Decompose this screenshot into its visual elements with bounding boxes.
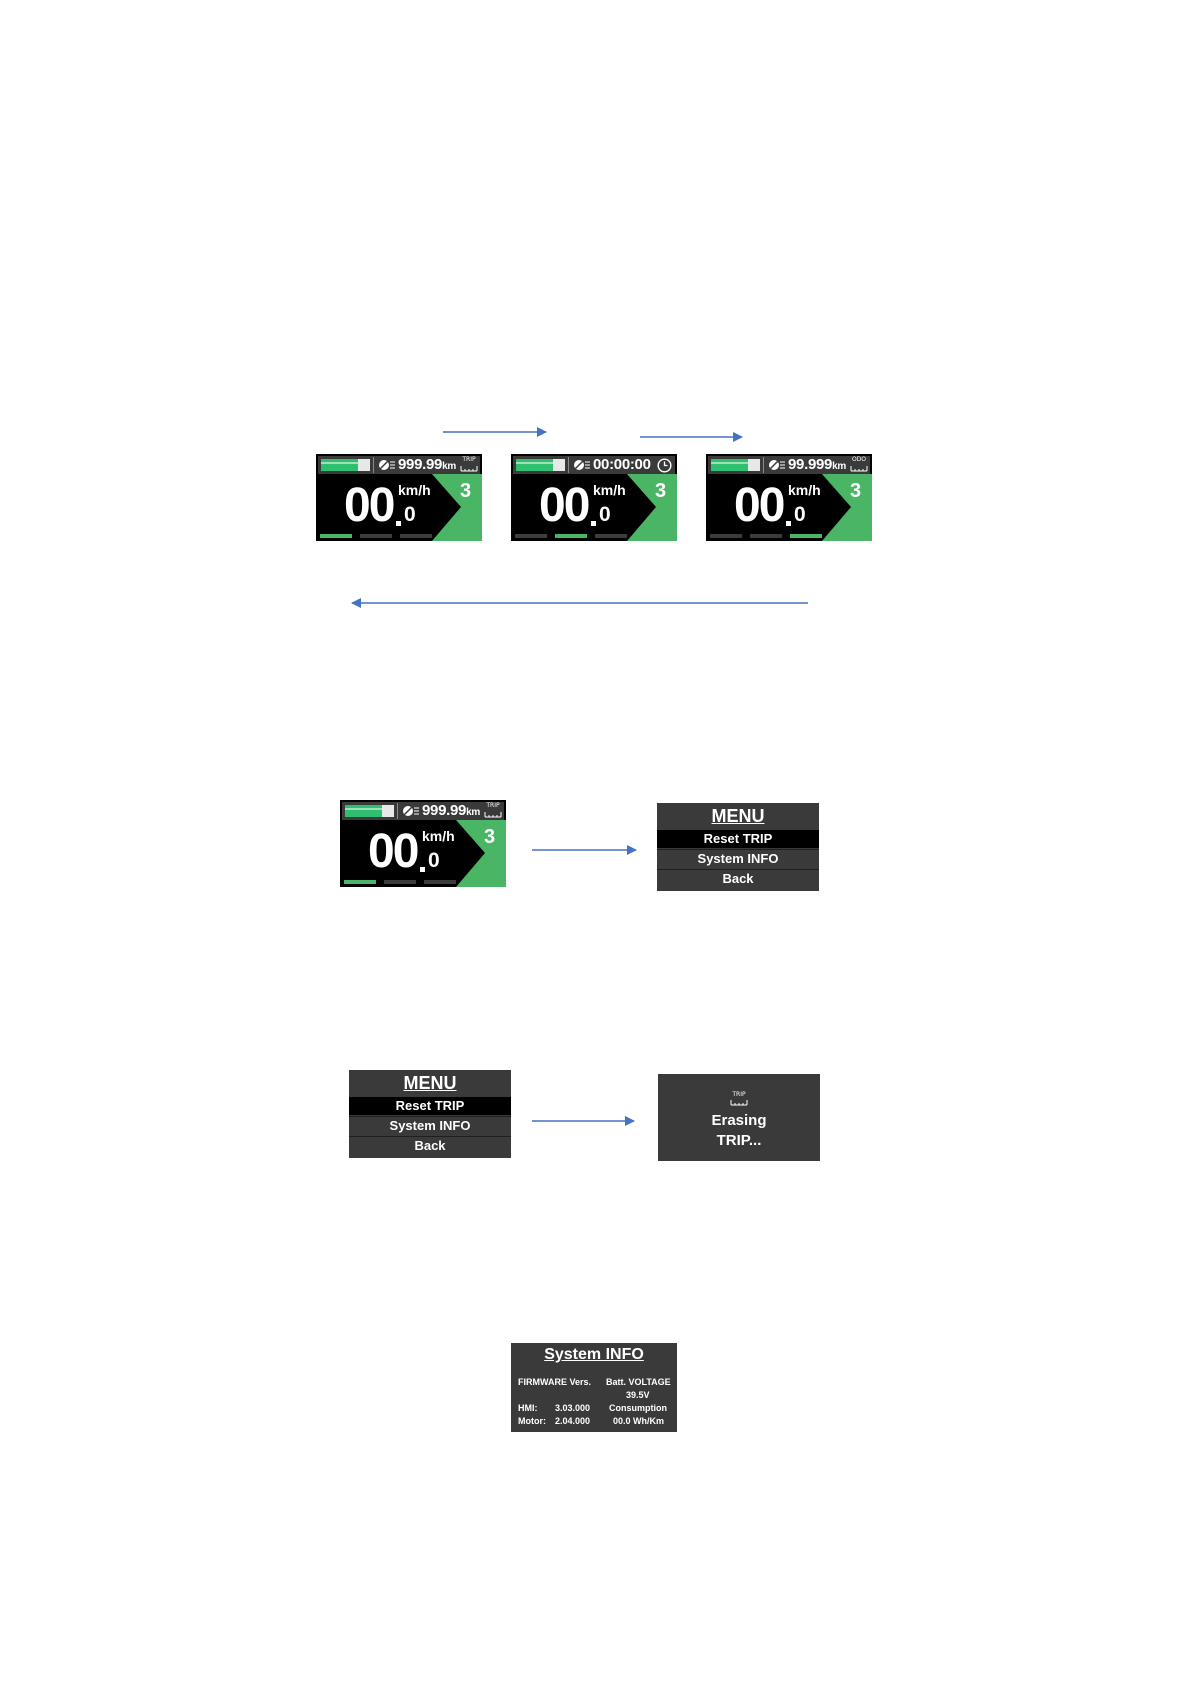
page-dot-1 [710, 534, 742, 538]
consumption-value: 00.0 Wh/Km [613, 1416, 664, 1427]
page-dot-2 [555, 534, 587, 538]
speed-unit: km/h [593, 482, 626, 498]
page-dot-1 [320, 534, 352, 538]
motor-label: Motor: [518, 1416, 546, 1427]
clock-icon [657, 458, 672, 473]
dashboard-screen-time: 00:00:00 00 km/h 0 3 [511, 454, 677, 541]
pedal-assist-icon [768, 459, 786, 471]
dashboard-screen-trip: 999.99km TRIP 00 km/h 0 3 [316, 454, 482, 541]
page-indicator [515, 534, 635, 538]
motor-version: 2.04.000 [555, 1416, 590, 1427]
assist-level: 3 [460, 480, 471, 502]
ruler-icon: TRIP [459, 457, 479, 473]
battery-fill [711, 459, 748, 471]
pedal-assist-icon [573, 459, 591, 471]
ride-time-value: 00:00:00 [593, 456, 651, 474]
speed-value: 00 [539, 480, 588, 532]
battery-fill [516, 459, 553, 471]
page-dot-2 [360, 534, 392, 538]
dashboard-screen-odo: 99.999km ODO 00 km/h 0 3 [706, 454, 872, 541]
top-bar: 999.99km TRIP [318, 456, 480, 474]
speed-decimal: 0 [428, 849, 440, 873]
menu-item-back[interactable]: Back [657, 870, 819, 888]
speed-decimal: 0 [599, 503, 611, 527]
speed-unit: km/h [398, 482, 431, 498]
speed-value: 00 [344, 480, 393, 532]
battery-fill [345, 805, 382, 817]
menu-item-back[interactable]: Back [349, 1137, 511, 1155]
page-dot-3 [400, 534, 432, 538]
battery-voltage-value: 39.5V [626, 1390, 650, 1401]
trip-distance-value: 999.99km [398, 456, 456, 476]
battery-gauge [345, 805, 394, 817]
pedal-assist-icon [402, 805, 420, 817]
erasing-line-2: TRIP... [658, 1131, 820, 1151]
battery-gauge [711, 459, 760, 471]
ruler-icon: TRIP [483, 803, 503, 819]
menu-item-system-info[interactable]: System INFO [657, 850, 819, 868]
battery-fill [321, 459, 358, 471]
consumption-label: Consumption [609, 1403, 667, 1414]
system-info-title: System INFO [511, 1345, 677, 1365]
page-indicator [344, 880, 464, 884]
assist-level: 3 [484, 826, 495, 848]
menu-title: MENU [657, 805, 819, 827]
top-bar: 999.99km TRIP [342, 802, 504, 820]
battery-gauge [321, 459, 370, 471]
menu-screen: MENU Reset TRIP System INFO Back [657, 803, 819, 891]
menu-title: MENU [349, 1072, 511, 1094]
trip-distance-value: 999.99km [422, 802, 480, 822]
battery-gauge [516, 459, 565, 471]
page-dot-2 [384, 880, 416, 884]
erasing-trip-screen: TRIP Erasing TRIP... [658, 1074, 820, 1161]
page-dot-2 [750, 534, 782, 538]
speed-decimal: 0 [794, 503, 806, 527]
top-bar: 99.999km ODO [708, 456, 870, 474]
menu-screen: MENU Reset TRIP System INFO Back [349, 1070, 511, 1158]
odometer-value: 99.999km [788, 456, 846, 476]
speed-unit: km/h [422, 828, 455, 844]
page-dot-1 [515, 534, 547, 538]
page-indicator [320, 534, 440, 538]
speed-decimal: 0 [404, 503, 416, 527]
page-dot-3 [424, 880, 456, 884]
page-dot-3 [595, 534, 627, 538]
battery-voltage-label: Batt. VOLTAGE [606, 1377, 671, 1388]
firmware-label: FIRMWARE Vers. [518, 1377, 591, 1388]
menu-item-system-info[interactable]: System INFO [349, 1117, 511, 1135]
pedal-assist-icon [378, 459, 396, 471]
page-indicator [710, 534, 830, 538]
assist-level: 3 [655, 480, 666, 502]
top-bar: 00:00:00 [513, 456, 675, 474]
erasing-line-1: Erasing [658, 1111, 820, 1131]
hmi-version: 3.03.000 [555, 1403, 590, 1414]
menu-item-reset-trip[interactable]: Reset TRIP [657, 830, 819, 848]
page-dot-1 [344, 880, 376, 884]
system-info-screen: System INFO FIRMWARE Vers. HMI: 3.03.000… [511, 1343, 677, 1432]
speed-value: 00 [734, 480, 783, 532]
ruler-icon: TRIP [730, 1092, 748, 1106]
assist-level: 3 [850, 480, 861, 502]
menu-item-reset-trip[interactable]: Reset TRIP [349, 1097, 511, 1115]
dashboard-screen-trip-hold: 999.99km TRIP 00 km/h 0 3 [340, 800, 506, 887]
page-dot-3 [790, 534, 822, 538]
hmi-label: HMI: [518, 1403, 538, 1414]
speed-value: 00 [368, 826, 417, 878]
speed-unit: km/h [788, 482, 821, 498]
ruler-icon: ODO [849, 457, 869, 473]
